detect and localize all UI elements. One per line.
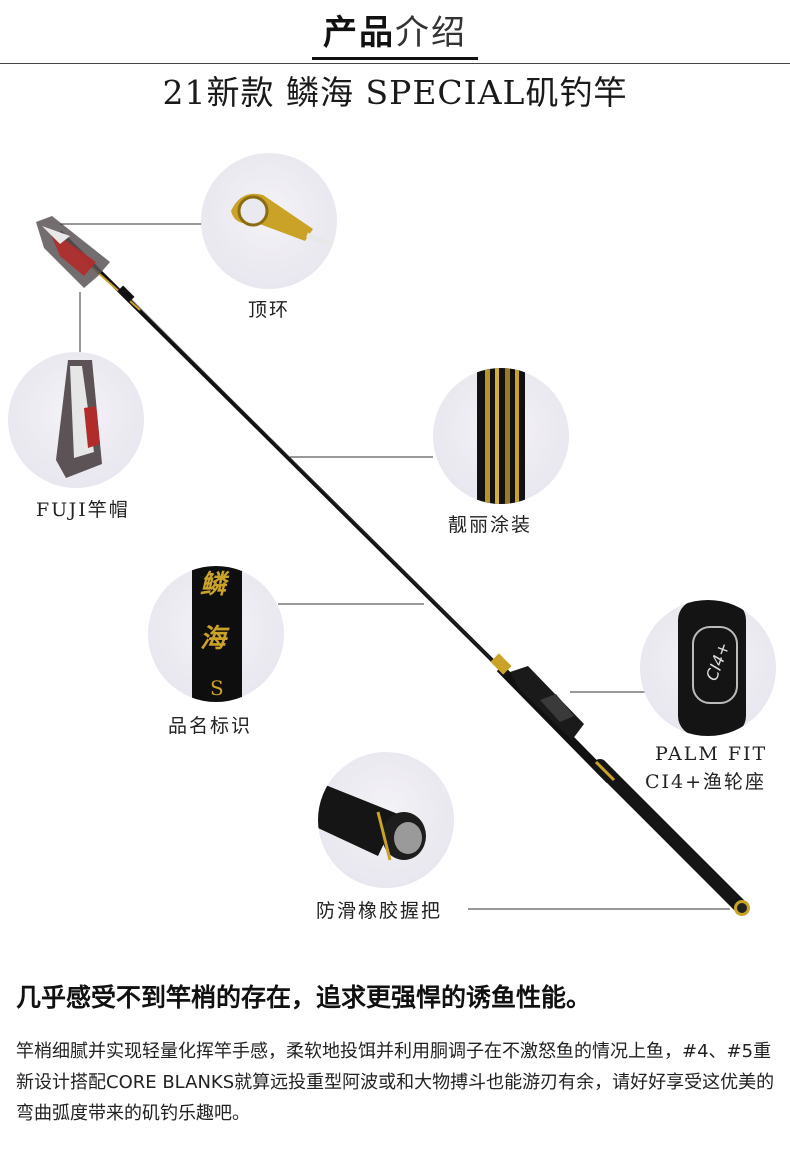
caption-name-mark: 品名标识 xyxy=(168,715,253,737)
rod-butt-cap-center xyxy=(737,903,747,913)
feature-description: 竿梢细腻并实现轻量化挥竿手感，柔软地投饵并利用胴调子在不激怒鱼的情况上鱼，#4、… xyxy=(16,1041,775,1124)
section-title-normal: 介绍 xyxy=(395,13,467,53)
rod-ferrule xyxy=(117,285,135,303)
fuji-cap-icon xyxy=(56,360,102,478)
caption-grip: 防滑橡胶握把 xyxy=(316,900,443,922)
title-underline xyxy=(312,57,478,60)
feature-name-mark-image: 鳞 海 S xyxy=(148,566,284,702)
feature-top-guide-image xyxy=(201,153,337,289)
rod-tip-cap-white xyxy=(42,226,70,244)
feature-grip-image xyxy=(318,752,454,888)
section-title: 产品介绍 xyxy=(0,10,790,56)
name-mark-blank xyxy=(192,566,242,702)
rod-gold-ring xyxy=(490,653,512,675)
caption-fuji-cap: FUJI竿帽 xyxy=(36,499,130,521)
caption-finish: 靓丽涂装 xyxy=(448,514,533,536)
caption-reel-seat-line2: CI4+渔轮座 xyxy=(645,771,767,793)
reel-seat-body xyxy=(678,600,746,736)
rod-butt-section xyxy=(496,664,614,784)
header-divider xyxy=(0,63,790,64)
caption-reel-seat-line1: PALM FIT xyxy=(655,743,768,765)
product-name: 21新款 鳞海 SPECIAL矶钓竿 xyxy=(162,73,628,112)
reel-seat-hood xyxy=(540,694,574,722)
name-mark-kanji-2: 海 xyxy=(200,624,227,654)
finish-pattern-icon xyxy=(477,368,525,504)
rod-grip xyxy=(593,759,749,915)
feature-reel-seat-image: CI4+ xyxy=(640,600,776,736)
feature-fuji-cap-image xyxy=(8,352,144,488)
top-guide-icon xyxy=(231,193,337,250)
section-title-bold: 产品 xyxy=(323,13,395,53)
rod-blank-highlight xyxy=(121,289,501,669)
grip-icon xyxy=(318,782,426,861)
feature-finish-image xyxy=(433,368,569,504)
caption-top-guide: 顶环 xyxy=(248,299,291,321)
reel-seat-window xyxy=(692,626,738,704)
feature-headline: 几乎感受不到竿梢的存在，追求更强悍的诱鱼性能。 xyxy=(16,983,592,1012)
rod-grip-ring xyxy=(594,760,616,782)
name-mark-kanji-1: 鳞 xyxy=(200,570,227,600)
name-mark-letter: S xyxy=(210,676,224,700)
